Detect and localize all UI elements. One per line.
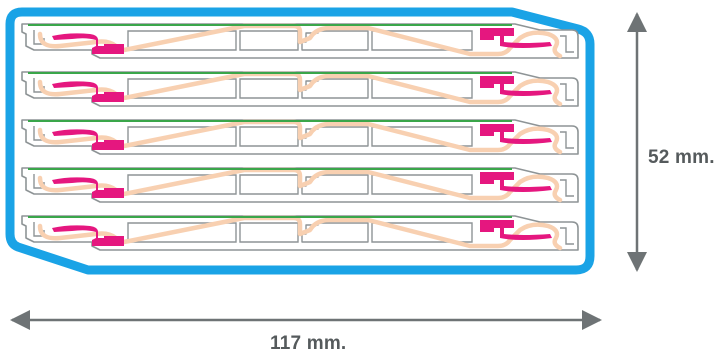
profile-chamber — [239, 78, 299, 99]
pink-clip-right — [480, 76, 552, 96]
protective-wrap — [37, 23, 563, 59]
profile-chamber — [127, 174, 237, 195]
pink-clip-left — [52, 81, 124, 102]
profile-chamber — [239, 174, 299, 195]
profile-layer — [21, 215, 579, 251]
profile-chamber — [371, 222, 473, 243]
profile-chamber — [127, 30, 237, 51]
protective-wrap — [37, 167, 563, 203]
profile-layer — [21, 71, 579, 107]
pink-clip-left — [52, 129, 124, 150]
profile-layer — [21, 167, 579, 203]
profile-chamber — [371, 30, 473, 51]
profile-hook — [560, 131, 574, 149]
profile-chamber — [371, 174, 473, 195]
profile-hook — [560, 35, 574, 53]
profile-chamber — [371, 78, 473, 99]
width-dimension-label: 117 mm. — [270, 333, 347, 354]
profile-chamber — [127, 78, 237, 99]
height-dimension-label: 52 mm. — [648, 147, 715, 168]
pink-clip-right — [480, 220, 552, 240]
profile-chamber — [239, 222, 299, 243]
profile-chamber — [127, 222, 237, 243]
profile-layer — [21, 23, 579, 59]
profile-chamber — [371, 126, 473, 147]
protective-wrap — [37, 71, 563, 107]
profile-hook — [560, 227, 574, 245]
packaging-outline — [5, 7, 595, 275]
pink-clip-left — [52, 177, 124, 198]
profile-hook — [560, 179, 574, 197]
pink-clip-right — [480, 28, 552, 48]
profile-layers — [21, 23, 579, 251]
pink-clip-right — [480, 124, 552, 144]
profile-chamber — [239, 30, 299, 51]
profile-chamber — [127, 126, 237, 147]
profile-chamber — [239, 126, 299, 147]
profile-layer — [21, 119, 579, 155]
profile-hook — [560, 83, 574, 101]
pink-clip-left — [52, 225, 124, 246]
pink-clip-left — [52, 33, 124, 54]
protective-wrap — [37, 215, 563, 251]
protective-wrap — [37, 119, 563, 155]
pink-clip-right — [480, 172, 552, 192]
